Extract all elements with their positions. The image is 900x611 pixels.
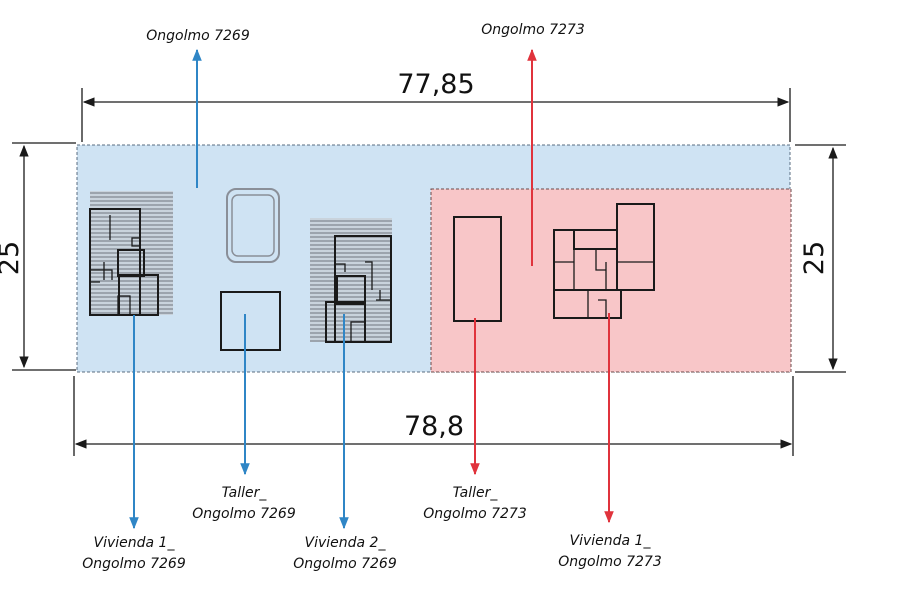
right-dimension: 25 xyxy=(795,144,846,373)
bottom-dimension: 78,8 xyxy=(73,376,794,456)
label-vivienda-1-7273-line2: Ongolmo 7273 xyxy=(558,554,662,570)
left-dimension: 25 xyxy=(0,142,76,371)
label-vivienda-1-7269-line2: Ongolmo 7269 xyxy=(82,556,186,572)
vivienda-1-7269-plan xyxy=(89,191,173,316)
label-vivienda-1-7273-line1: Vivienda 1_ xyxy=(570,533,652,549)
top-width-value: 77,85 xyxy=(397,69,474,100)
label-taller-7269-line2: Ongolmo 7269 xyxy=(192,506,296,522)
label-vivienda-1-7269-line1: Vivienda 1_ xyxy=(94,535,176,551)
label-vivienda-2-7269-line1: Vivienda 2_ xyxy=(305,535,387,551)
label-taller-7273-line2: Ongolmo 7273 xyxy=(423,506,527,522)
label-taller-7269-line1: Taller_ xyxy=(222,485,268,501)
label-taller-7273-line1: Taller_ xyxy=(453,485,499,501)
label-ongolmo-7273: Ongolmo 7273 xyxy=(481,22,585,38)
lot-ongolmo-7273 xyxy=(430,188,792,373)
label-vivienda-2-7269-line2: Ongolmo 7269 xyxy=(293,556,397,572)
top-dimension: 77,85 xyxy=(81,69,791,142)
vivienda-1-7273-plan xyxy=(553,203,655,319)
taller-7273-plan xyxy=(453,216,502,322)
left-height-value: 25 xyxy=(0,241,25,275)
bottom-width-value: 78,8 xyxy=(404,411,464,442)
taller-7269-plan xyxy=(220,188,281,351)
right-height-value: 25 xyxy=(799,241,830,275)
vivienda-2-7269-plan xyxy=(310,218,392,343)
label-ongolmo-7269: Ongolmo 7269 xyxy=(146,28,250,44)
